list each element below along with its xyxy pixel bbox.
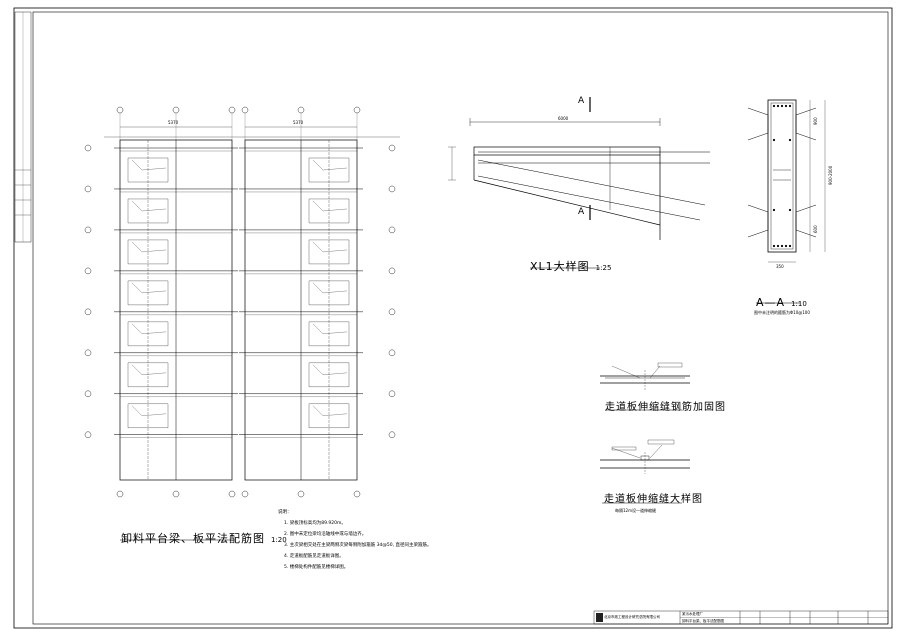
inner-frame	[32, 11, 889, 625]
section-aa-title-scale: 1:10	[791, 300, 807, 308]
main-title-text: 卸料平台梁、板平法配筋图	[121, 532, 265, 545]
joint-detail-title: 走道板伸缩缝大样图	[604, 494, 703, 505]
section-marker-bottom: A	[578, 207, 585, 217]
xl1-detail-title: XL1大样图 1:25	[530, 255, 611, 274]
rebar-detail-title: 走道板伸缩缝钢筋加固图	[605, 402, 726, 413]
rebar-reinforcement-detail	[600, 362, 690, 390]
section-dim-top: 900	[813, 117, 818, 125]
section-dim-width: 350	[776, 264, 784, 269]
main-drawing-title: 卸料平台梁、板平法配筋图 1:20	[121, 527, 287, 546]
title-block-company: 北京市政工程设计研究总院有限公司	[604, 615, 660, 619]
section-dim-bottom: 600	[813, 225, 818, 233]
note-item: 2. 图中未定位梁均沿轴线中或与墙边齐。	[284, 532, 367, 537]
section-aa-note: 图中未注明的箍筋为Φ10@100	[754, 310, 810, 315]
xl1-detail	[448, 97, 710, 240]
note-item: 3. 主次梁相交处在主梁两侧次梁每侧附加箍筋 3d@50, 直径同主梁箍筋。	[284, 543, 432, 548]
title-block	[593, 610, 889, 625]
section-dim-middle: 900-2000	[828, 165, 833, 185]
section-marker-top: A	[578, 96, 585, 106]
notes-block: 说明： 1. 梁板顶标高均为89.920m。 2. 图中未定位梁均沿轴线中或与墙…	[278, 507, 431, 573]
title-block-sheet-name: 卸料平台梁、板平法配筋图	[682, 618, 724, 623]
main-title-scale: 1:20	[271, 536, 287, 544]
xl1-title-text: XL1大样图	[530, 260, 590, 273]
outer-frame	[13, 7, 893, 629]
dim-xl1-length: 6000	[558, 116, 569, 121]
dim-span-left: 5370	[168, 120, 179, 125]
expansion-joint-detail	[600, 439, 690, 474]
joint-note: 每隔12m设一道伸缩缝	[615, 508, 656, 513]
plan-right	[239, 106, 363, 498]
section-aa-title: A—A 1:10	[756, 291, 807, 310]
title-block-project: 某污水处理厂	[682, 612, 703, 616]
note-item: 1. 梁板顶标高均为89.920m。	[284, 521, 346, 526]
top-dimensions	[104, 126, 400, 138]
dim-span-right: 5370	[293, 120, 304, 125]
plan-left	[84, 106, 396, 498]
note-item: 4. 走道板配筋见走道板详图。	[284, 554, 344, 559]
rebar-dots	[772, 104, 792, 248]
notes-heading: 说明：	[278, 510, 292, 515]
section-aa-title-text: A—A	[756, 296, 786, 309]
section-aa	[747, 99, 826, 263]
note-item: 5. 楼梯处构件配筋见楼梯详图。	[284, 565, 349, 570]
xl1-title-scale: 1:25	[595, 264, 612, 272]
